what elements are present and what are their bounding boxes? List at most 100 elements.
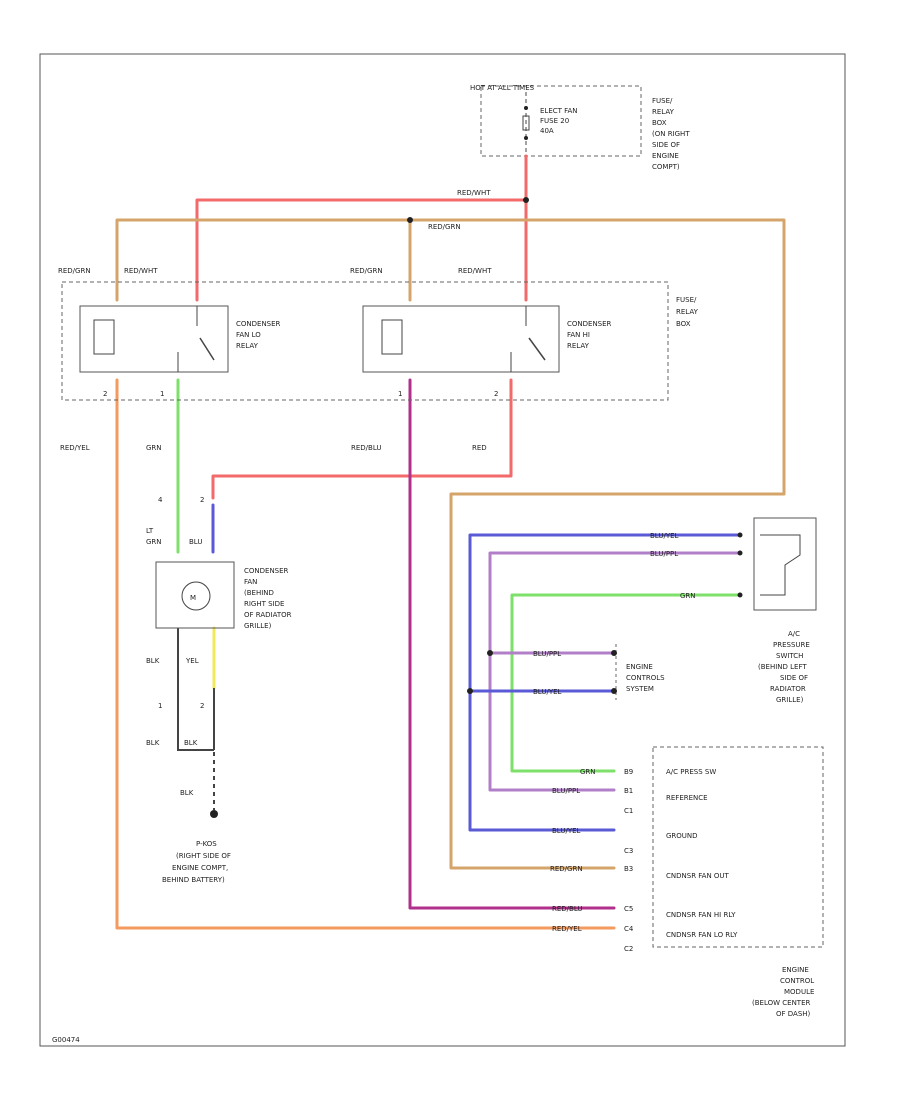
ecm-label-3: MODULE [784, 988, 814, 996]
relay-lo-label-3: RELAY [236, 342, 259, 350]
fuse-panel-box [480, 85, 642, 157]
wire-blu-ppl [488, 551, 742, 792]
ecm-row-0-desc: A/C PRESS SW [666, 768, 716, 776]
wire-red-blu [408, 378, 616, 910]
ground-point [210, 810, 218, 818]
relay-box-label-1: FUSE/ [676, 296, 697, 304]
fan-label-6: GRILLE) [244, 622, 272, 630]
relay-lo-switch [199, 337, 215, 361]
ecm-row-6-pin: C5 [624, 905, 633, 913]
ecm-row-5-desc: CNDNSR FAN OUT [666, 872, 730, 880]
fan-label-3: (BEHIND [244, 589, 274, 597]
relay-hi-coil [381, 319, 403, 355]
label-red-wht-1: RED/WHT [124, 267, 158, 275]
ground-label-2: ENGINE COMPT, [172, 864, 228, 872]
fuse-box-label-1: FUSE/ [652, 97, 673, 105]
wire-blu-yel [468, 533, 742, 832]
ecm-row-1-wire: BLU/PPL [552, 787, 580, 795]
ecm-row-4-pin: C3 [624, 847, 633, 855]
condenser-fan-lo-relay [79, 305, 229, 373]
ecm-row-7-wire: RED/YEL [552, 925, 582, 933]
ecm-row-7-desc: CNDNSR FAN LO RLY [666, 931, 738, 939]
ecm-row-3-desc: GROUND [666, 832, 698, 840]
label-blu: BLU [189, 538, 202, 546]
label-grn: GRN [146, 444, 162, 452]
svg-text:M: M [190, 594, 196, 602]
relay-hi-label-3: RELAY [567, 342, 590, 350]
ac-switch-label-7: GRILLE) [776, 696, 804, 704]
fuse-symbol [522, 115, 530, 131]
ecm-row-3-wire: BLU/YEL [552, 827, 581, 835]
fuse-label-1: ELECT FAN [540, 107, 578, 115]
fuse-box-label-7: COMPT) [652, 163, 680, 171]
splice-red-wht [523, 197, 529, 203]
label-yel: YEL [185, 657, 199, 665]
fan-pin-top-2: 2 [200, 496, 204, 504]
label-blk-3: BLK [184, 739, 198, 747]
wire-red-wht-lo [195, 198, 528, 302]
label-red-grn-2: RED/GRN [350, 267, 383, 275]
splice-blu-ppl [487, 650, 493, 656]
ecm-box [652, 746, 824, 948]
fuse-panel-header: HOT AT ALL TIMES [470, 84, 535, 92]
relay-box-label-3: BOX [676, 320, 691, 328]
label-red-wht-2: RED/WHT [458, 267, 492, 275]
engine-controls-label-1: ENGINE [626, 663, 653, 671]
splice-blu-yel [467, 688, 473, 694]
relay-lo-label-1: CONDENSER [236, 320, 281, 328]
ecm-row-0-wire: GRN [580, 768, 596, 776]
condenser-fan-hi-relay [362, 305, 560, 373]
relay-hi-pin-a: 1 [398, 390, 402, 398]
ecm-label-2: CONTROL [780, 977, 814, 985]
fuse-box-label-4: (ON RIGHT [652, 130, 690, 138]
relay-box-outline [61, 281, 669, 401]
fuse-label-3: 40A [540, 127, 554, 135]
wires [115, 154, 786, 930]
ac-switch-label-1: A/C [788, 630, 800, 638]
fan-label-2: FAN [244, 578, 257, 586]
ecm-row-5-wire: RED/GRN [550, 865, 583, 873]
wire-red-fan [211, 378, 513, 500]
relay-lo-coil [93, 319, 115, 355]
wire-blk-ground [177, 628, 214, 751]
label-blu-ppl-2: BLU/PPL [533, 650, 561, 658]
label-blk-2: BLK [146, 739, 160, 747]
ecm-row-7-pin: C4 [624, 925, 634, 933]
ac-switch-label-5: SIDE OF [780, 674, 808, 682]
label-blu-yel-1: BLU/YEL [650, 532, 679, 540]
ecm-row-6-wire: RED/BLU [552, 905, 583, 913]
splice-red-grn [407, 217, 413, 223]
ecm-label-4: (BELOW CENTER [752, 999, 811, 1007]
ac-switch-contacts [760, 534, 801, 596]
ac-switch-box [753, 517, 817, 611]
label-blk: BLK [146, 657, 160, 665]
relay-hi-label-1: CONDENSER [567, 320, 612, 328]
relay-lo-pin-a: 2 [103, 390, 107, 398]
fan-pin-top-1: 4 [158, 496, 163, 504]
wire-grn-sw [510, 593, 742, 773]
ac-switch-label-6: RADIATOR [770, 685, 806, 693]
engine-controls-label-3: SYSTEM [626, 685, 654, 693]
label-red: RED [472, 444, 487, 452]
engine-control-module: GRN B9 A/C PRESS SW BLU/PPL B1 REFERENCE… [550, 746, 824, 1018]
ac-switch-label-3: SWITCH [776, 652, 803, 660]
relay-lo-label-2: FAN LO [236, 331, 261, 339]
ground-label-3: BEHIND BATTERY) [162, 876, 225, 884]
ecm-row-5-pin: B3 [624, 865, 633, 873]
ecm-row-1-pin: B1 [624, 787, 633, 795]
label-red-blu: RED/BLU [351, 444, 382, 452]
fuse-panel: HOT AT ALL TIMES ELECT FAN FUSE 20 40A F… [470, 84, 690, 171]
label-blu-ppl-1: BLU/PPL [650, 550, 678, 558]
ac-switch-label-2: PRESSURE [773, 641, 810, 649]
condenser-fan: M 4 2 1 2 CONDENSER FAN (BEHIND RIGHT SI… [155, 496, 292, 710]
label-red-wht-top: RED/WHT [457, 189, 491, 197]
label-red-grn-top: RED/GRN [428, 223, 461, 231]
ecm-row-1-desc: REFERENCE [666, 794, 708, 802]
label-lt-grn-1: LT [146, 527, 154, 535]
fan-pin-bottom-2: 2 [200, 702, 204, 710]
ecm-label-5: OF DASH) [776, 1010, 811, 1018]
relay-box: FUSE/ RELAY BOX CONDENSER FAN LO RELAY 2… [61, 281, 699, 401]
label-blk-4: BLK [180, 789, 194, 797]
ground-label-1: (RIGHT SIDE OF [176, 852, 231, 860]
